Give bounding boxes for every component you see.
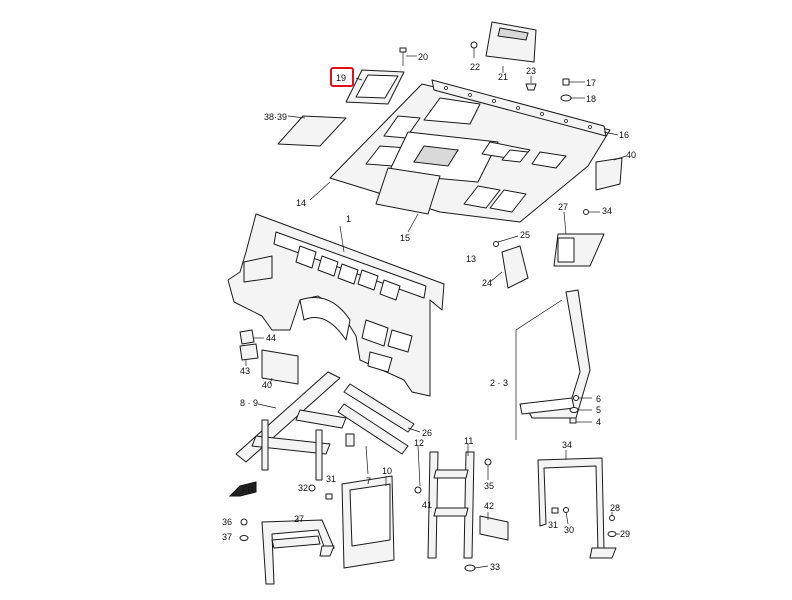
callout-37[interactable]: 37	[222, 532, 232, 542]
callout-21[interactable]: 21	[498, 72, 508, 82]
callout-27-top[interactable]: 27	[558, 202, 568, 212]
callout-40-left[interactable]: 40	[262, 380, 272, 390]
callout-7[interactable]: 7	[366, 476, 371, 486]
callout-34-lower[interactable]: 34	[562, 440, 572, 450]
callout-35[interactable]: 35	[484, 481, 494, 491]
part-23-cap[interactable]	[525, 76, 537, 91]
callout-16[interactable]: 16	[619, 130, 629, 140]
callout-24[interactable]: 24	[482, 278, 492, 288]
part-22-bolt[interactable]	[470, 41, 478, 58]
callout-8-9[interactable]: 8 · 9	[240, 398, 258, 408]
part-34-lower-frame[interactable]	[537, 450, 617, 559]
part-17-bolt[interactable]	[562, 78, 585, 86]
part-24-bracket[interactable]	[489, 245, 529, 289]
callout-31-left[interactable]: 31	[326, 474, 336, 484]
callout-27-lower[interactable]: 27	[294, 514, 304, 524]
callout-12[interactable]: 12	[414, 438, 424, 448]
callout-2-3[interactable]: 2 · 3	[490, 378, 508, 388]
part-18-washer[interactable]	[560, 94, 585, 102]
part-19-cover[interactable]	[345, 69, 405, 105]
part-43-block[interactable]	[239, 343, 259, 366]
callout-5[interactable]: 5	[596, 405, 601, 415]
part-27-lower-frame[interactable]	[261, 516, 335, 585]
direction-label: FR	[242, 485, 254, 495]
part-28-bolt[interactable]	[609, 512, 615, 521]
part-27-bracket-top[interactable]	[553, 211, 605, 267]
callout-25[interactable]: 25	[520, 230, 530, 240]
callout-42[interactable]: 42	[484, 501, 494, 511]
callout-41[interactable]: 41	[422, 500, 432, 510]
part-7-rail[interactable]	[337, 403, 409, 475]
part-40-plate-right[interactable]	[595, 155, 627, 191]
part-35-bolt[interactable]	[484, 458, 492, 480]
callout-31-right[interactable]: 31	[548, 520, 558, 530]
part-2-3-side-frame[interactable]	[515, 289, 591, 440]
callout-33[interactable]: 33	[490, 562, 500, 572]
highlight-box-19	[330, 67, 354, 87]
callout-29[interactable]: 29	[620, 529, 630, 539]
part-12-bolt[interactable]	[414, 445, 422, 494]
callout-43[interactable]: 43	[240, 366, 250, 376]
part-11-post-frame[interactable]	[427, 444, 475, 559]
part-8-9-frame[interactable]	[235, 371, 355, 481]
part-25-bolt[interactable]	[493, 235, 519, 247]
callout-4[interactable]: 4	[596, 417, 601, 427]
callout-14[interactable]: 14	[296, 198, 306, 208]
callout-13[interactable]: 13	[466, 254, 476, 264]
part-1-body-panel[interactable]	[227, 213, 445, 397]
callout-44[interactable]: 44	[266, 333, 276, 343]
callout-19[interactable]: 19	[336, 73, 346, 83]
part-29-washer[interactable]	[607, 531, 620, 537]
callout-36[interactable]: 36	[222, 517, 232, 527]
part-21-plate[interactable]	[485, 21, 537, 73]
callout-11[interactable]: 11	[464, 436, 473, 446]
callout-38-39[interactable]: 38·39	[264, 112, 287, 122]
part-31-nut-left[interactable]	[325, 493, 333, 500]
part-20-bolt[interactable]	[399, 47, 417, 66]
part-33-washer[interactable]	[464, 564, 489, 572]
part-31-nut-right[interactable]	[551, 507, 559, 514]
callout-1[interactable]: 1	[346, 214, 351, 224]
callout-22[interactable]: 22	[470, 62, 480, 72]
part-32-bolt[interactable]	[308, 484, 316, 492]
callout-26[interactable]: 26	[422, 428, 432, 438]
part-34-bolt-top[interactable]	[583, 209, 601, 215]
callout-17[interactable]: 17	[586, 78, 596, 88]
callout-34-top[interactable]: 34	[602, 206, 612, 216]
callout-20[interactable]: 20	[418, 52, 428, 62]
part-38-39-mat[interactable]	[277, 115, 347, 147]
part-36-bolt[interactable]	[240, 518, 248, 526]
part-6-bolt[interactable]	[573, 395, 593, 401]
part-37-washer[interactable]	[239, 535, 249, 541]
callout-18[interactable]: 18	[586, 94, 596, 104]
part-44-block[interactable]	[239, 329, 264, 345]
part-4-nut[interactable]	[569, 417, 592, 424]
part-30-bolt[interactable]	[563, 507, 569, 525]
part-40-plate-left[interactable]	[261, 349, 299, 385]
callout-10[interactable]: 10	[382, 466, 392, 476]
part-16-rail[interactable]	[431, 79, 619, 137]
part-5-washer[interactable]	[569, 407, 592, 413]
callout-15[interactable]: 15	[400, 233, 410, 243]
front-arrow-icon: FR	[228, 481, 257, 497]
callout-23[interactable]: 23	[526, 66, 536, 76]
part-42-plate[interactable]	[479, 512, 509, 541]
callout-32[interactable]: 32	[298, 483, 308, 493]
part-26-rail[interactable]	[343, 383, 421, 433]
callout-30[interactable]: 30	[564, 525, 574, 535]
callout-28[interactable]: 28	[610, 503, 620, 513]
callout-6[interactable]: 6	[596, 394, 601, 404]
callout-40-right[interactable]: 40	[626, 150, 636, 160]
part-10-box[interactable]	[341, 475, 395, 569]
